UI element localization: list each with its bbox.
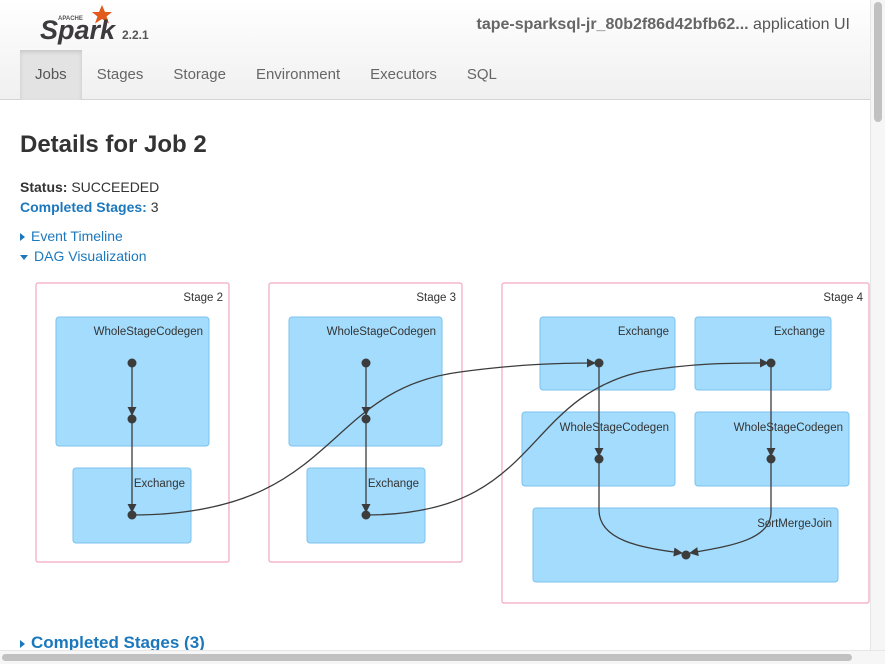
page-title: Details for Job 2 [20,131,207,158]
vertical-scrollbar[interactable] [870,0,885,650]
completed-stages-link[interactable]: Completed Stages: [20,199,147,215]
status-label: Status: [20,179,68,195]
stage-4-exchange-b-label: Exchange [774,326,825,338]
completed-stages-summary: Completed Stages: 3 [20,199,159,215]
event-timeline-label: Event Timeline [31,228,123,244]
event-timeline-toggle[interactable]: Event Timeline [20,228,123,244]
tab-executors[interactable]: Executors [370,66,437,83]
top-navbar: APACHE Spark 2.2.1 tape-sparksql-jr_80b2… [0,0,870,100]
dag-visualization-label: DAG Visualization [34,248,147,264]
edge-s2-to-s4 [131,358,596,516]
horizontal-scroll-thumb[interactable] [2,654,852,661]
tab-jobs[interactable]: Jobs [20,50,82,100]
vertex[interactable] [127,358,137,368]
vertex[interactable] [127,510,137,520]
application-suffix: application UI [748,16,850,33]
spark-version: 2.2.1 [122,28,149,42]
stage-4-codegen-b-label: WholeStageCodegen [734,422,843,434]
spark-logo-icon: APACHE Spark [40,5,117,45]
stage-4-codegen-a-label: WholeStageCodegen [560,422,669,434]
stage-4-sortmergejoin-label: SortMergeJoin [757,518,832,530]
tab-storage[interactable]: Storage [173,66,226,83]
tab-stages[interactable]: Stages [96,66,144,83]
caret-right-icon [20,233,25,242]
caret-down-icon [20,254,28,260]
stage-2-label: Stage 2 [183,292,223,304]
stage-2-codegen-label: WholeStageCodegen [94,326,203,338]
vertex[interactable] [361,414,371,424]
stage-4-label: Stage 4 [823,292,863,304]
application-name: tape-sparksql-jr_80b2f86d42bfb62... [476,16,749,33]
stage-4-exchange-b-node[interactable] [694,316,832,391]
tab-sql[interactable]: SQL [466,66,497,83]
vertex[interactable] [766,454,776,464]
caret-right-icon [20,639,25,648]
dag-edges [127,358,776,557]
completed-stages-section-toggle[interactable]: Completed Stages (3) [20,633,205,651]
edge-s4-b-to-join [689,459,772,557]
edge-s3-to-s4 [365,358,769,516]
horizontal-scrollbar[interactable] [0,650,885,664]
dag-visualization: Stage 2 WholeStageCodegen Exchange Stage… [35,282,870,604]
stage-3-codegen-label: WholeStageCodegen [327,326,436,338]
application-title: tape-sparksql-jr_80b2f86d42bfb62... appl… [477,16,851,34]
logo-apache-text: APACHE [58,16,83,22]
vertex[interactable] [594,358,604,368]
vertex[interactable] [361,510,371,520]
stage-3-label: Stage 3 [416,292,456,304]
vertex[interactable] [766,358,776,368]
stage-2-exchange-label: Exchange [134,478,185,490]
nav-tabs: Jobs Stages Storage Environment Executor… [20,50,512,100]
dag-vertices [127,358,776,560]
vertical-scroll-thumb[interactable] [874,2,882,122]
vertex[interactable] [681,550,691,560]
tab-environment[interactable]: Environment [255,66,341,83]
stage-4-exchange-a-label: Exchange [618,326,669,338]
stage-3-exchange-label: Exchange [368,478,419,490]
edge-s4-a-to-join [598,459,683,557]
vertex[interactable] [127,414,137,424]
vertex[interactable] [594,454,604,464]
logo-spark-text: Spark [40,15,117,45]
job-status: Status: SUCCEEDED [20,179,159,195]
dag-visualization-toggle[interactable]: DAG Visualization [20,248,147,264]
spark-logo[interactable]: APACHE Spark [36,2,120,46]
vertex[interactable] [361,358,371,368]
stage-4-sortmergejoin-node[interactable] [532,507,839,583]
status-value: SUCCEEDED [71,179,160,195]
completed-stages-count: 3 [150,199,159,215]
completed-stages-section-title: Completed Stages (3) [31,633,205,651]
